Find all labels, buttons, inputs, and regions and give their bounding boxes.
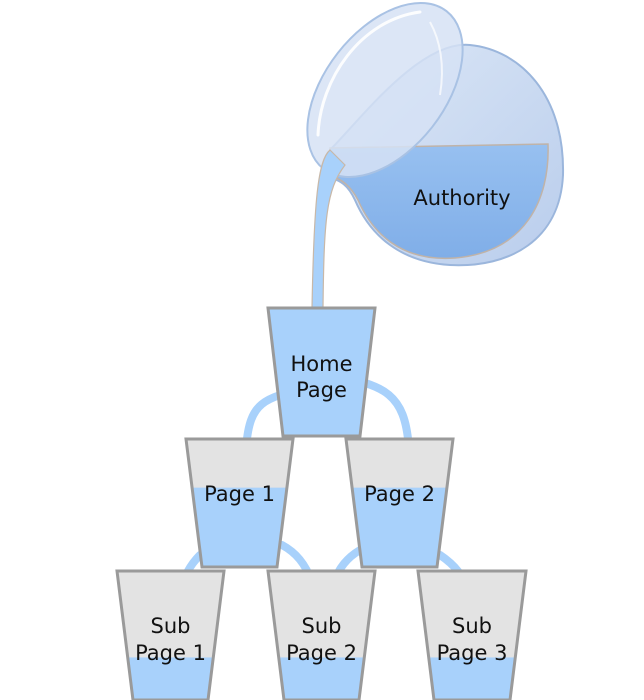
cup-outline: [344, 437, 455, 569]
cup-label: Sub: [151, 614, 191, 638]
pitcher-highlight: [316, 10, 422, 137]
cup-water: [268, 657, 375, 700]
cup-outline: [115, 569, 226, 700]
cup-outline: [184, 437, 295, 569]
cup-label: Page 2: [286, 641, 357, 665]
cup-water: [346, 487, 453, 567]
cup-label: Home: [290, 352, 352, 376]
cup-label: Page 3: [437, 641, 508, 665]
cup-water: [268, 308, 375, 436]
cup-label: Page: [296, 378, 347, 402]
cup-label: Sub: [302, 614, 342, 638]
authority-label: Authority: [413, 186, 510, 210]
cup-outline: [266, 306, 377, 438]
cup-outline: [266, 569, 377, 700]
pitcher-liquid: [329, 143, 549, 260]
cup-label: Page 1: [135, 641, 206, 665]
cup-page1: Page 1: [184, 437, 295, 569]
cup-water: [186, 487, 293, 567]
cup-water: [418, 657, 526, 700]
cup-outline: [416, 569, 528, 700]
cup-page2: Page 2: [344, 437, 455, 569]
cup-label: Page 1: [204, 482, 275, 506]
pitcher: Authority: [306, 1, 565, 267]
cup-label: Page 2: [364, 482, 435, 506]
cup-label: Sub: [452, 614, 492, 638]
cup-water: [117, 657, 224, 700]
